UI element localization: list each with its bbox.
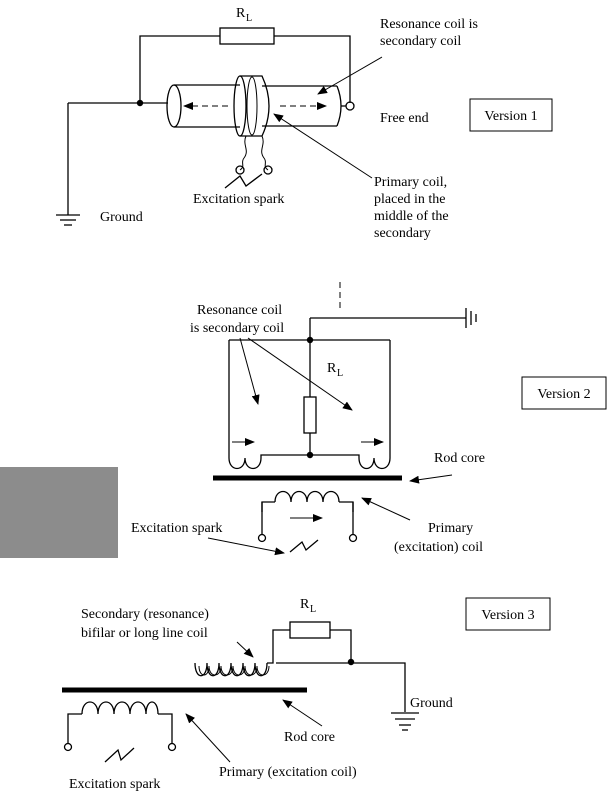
rl-label: R xyxy=(236,6,246,21)
resonance-label-2-line1: Resonance coil xyxy=(197,303,282,318)
primary-label-line4: secondary xyxy=(374,226,431,241)
resonance-label-2-line2: is secondary coil xyxy=(190,321,284,336)
free-end-terminal xyxy=(345,101,355,111)
version-3-label: Version 3 xyxy=(481,608,534,623)
spark-icon xyxy=(224,173,263,189)
rl-subscript-2: L xyxy=(337,368,343,379)
gray-block xyxy=(0,467,118,558)
excitation-label-2: Excitation spark xyxy=(131,521,222,536)
ground-symbol-2 xyxy=(465,308,477,328)
resistor-rl xyxy=(219,27,275,45)
primary-coil-2 xyxy=(257,490,358,543)
rl-label-2: R xyxy=(327,361,337,376)
resistor-rl-2 xyxy=(303,396,317,434)
right-coil xyxy=(358,457,391,470)
rl-subscript-3: L xyxy=(310,604,316,615)
spark-icon-2 xyxy=(289,539,319,553)
version-1-diagram: R L Ground xyxy=(56,6,553,241)
rl-subscript: L xyxy=(246,13,252,24)
resonance-label-line1: Resonance coil is xyxy=(380,17,478,32)
ground-symbol xyxy=(56,214,80,226)
primary-label-line3: middle of the xyxy=(374,209,449,224)
version-2-diagram: R L Resonance c xyxy=(131,282,607,556)
secondary-label-3-line2: bifilar or long line coil xyxy=(81,626,208,641)
primary-label-3: Primary (excitation coil) xyxy=(219,765,357,780)
resistor-rl-3 xyxy=(289,621,331,639)
version-1-box xyxy=(469,98,553,132)
resonance-label-line2: secondary coil xyxy=(380,34,461,49)
ground-label: Ground xyxy=(100,210,143,225)
rod-core-label-2: Rod core xyxy=(434,451,485,466)
version-3-diagram: R L Ground Secondary (resonance) bifilar… xyxy=(62,597,551,792)
spark-icon-3 xyxy=(104,747,135,763)
excitation-label: Excitation spark xyxy=(193,192,284,207)
free-end-label: Free end xyxy=(380,111,429,126)
excitation-label-3: Excitation spark xyxy=(69,777,160,792)
secondary-coil-3 xyxy=(194,662,270,677)
version-1-label: Version 1 xyxy=(484,109,537,124)
ground-symbol-3 xyxy=(391,712,419,731)
secondary-label-3-line1: Secondary (resonance) xyxy=(81,607,209,622)
primary-label-2-line1: Primary xyxy=(428,521,473,536)
primary-label-2-line2: (excitation) coil xyxy=(394,540,483,555)
rod-core-label-3: Rod core xyxy=(284,730,335,745)
primary-coil-3 xyxy=(63,701,177,752)
primary-label-line1: Primary coil, xyxy=(374,175,447,190)
version-2-box xyxy=(521,376,607,410)
secondary-cylinder xyxy=(166,75,342,137)
version-2-label: Version 2 xyxy=(537,387,590,402)
primary-label-line2: placed in the xyxy=(374,192,446,207)
rl-label-3: R xyxy=(300,597,310,612)
ground-label-3: Ground xyxy=(410,696,453,711)
version-3-box xyxy=(465,597,551,631)
left-coil xyxy=(228,454,360,470)
